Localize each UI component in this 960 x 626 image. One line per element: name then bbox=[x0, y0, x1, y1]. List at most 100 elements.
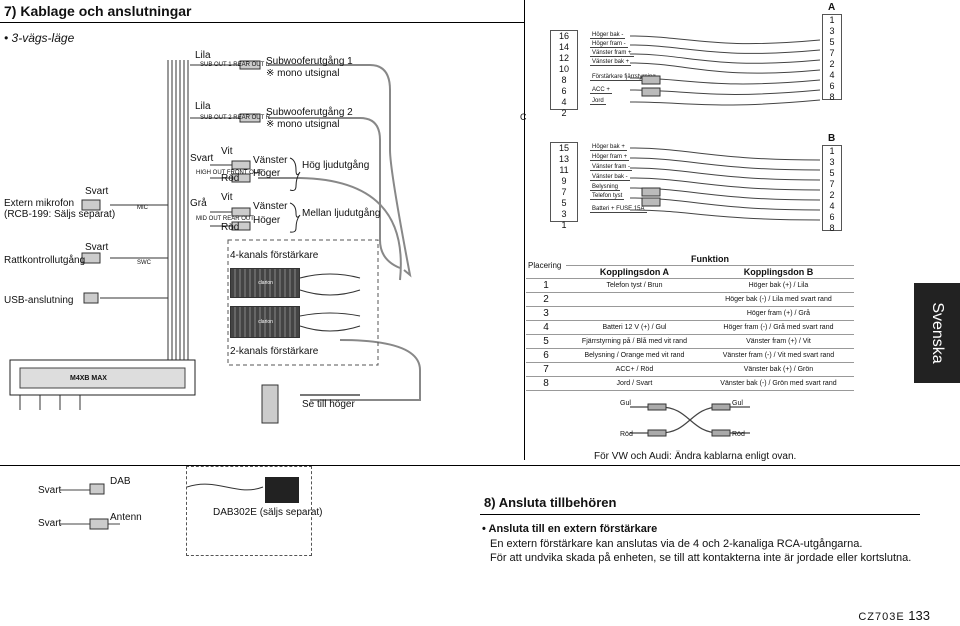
sub2-port-label: SUB OUT 2 REAR OUT R bbox=[200, 115, 271, 121]
swc-port-label: SWC bbox=[137, 260, 151, 266]
c-wire: Höger bak + bbox=[590, 144, 627, 151]
section8-para-2: För att undvika skada på enheten, se til… bbox=[490, 552, 912, 564]
pin: 15 bbox=[558, 143, 569, 153]
section8-bullet: • Ansluta till en extern förstärkare bbox=[482, 523, 658, 535]
c-top-pins: 16 14 12 10 8 6 4 2 bbox=[550, 30, 578, 118]
cell-b: Höger bak (-) / Lila med svart rand bbox=[702, 292, 854, 307]
mid-right: Höger bbox=[253, 215, 281, 226]
c-wire: Höger bak - bbox=[590, 32, 626, 39]
col-a-header: Kopplingsdon A bbox=[566, 265, 703, 279]
color-svart-swc: Svart bbox=[85, 242, 109, 253]
pin: 3 bbox=[829, 157, 835, 167]
dab-box: DAB302E (säljs separat) bbox=[186, 466, 323, 556]
c-wire: Vänster bak + bbox=[590, 59, 632, 66]
cell-b: Höger bak (+) / Lila bbox=[702, 278, 854, 293]
wiring-diagram bbox=[9, 60, 421, 424]
mid-left: Vänster bbox=[253, 201, 288, 212]
funktion-header: Funktion bbox=[566, 253, 854, 266]
cell-b: Vänster bak (+) / Grön bbox=[702, 362, 854, 377]
c-wire: Vänster fram + bbox=[590, 50, 634, 57]
mic-note: (RCB-199: Säljs separat) bbox=[4, 209, 116, 220]
header-rule bbox=[0, 22, 524, 23]
cell-a bbox=[566, 306, 703, 321]
antenna-cables bbox=[60, 483, 120, 530]
c-wire: Höger fram + bbox=[590, 154, 630, 161]
section8-heading: 8) Ansluta tillbehören bbox=[484, 495, 617, 510]
cell-b: Vänster fram (+) / Vit bbox=[702, 334, 854, 349]
page-title: 7) Kablage och anslutningar bbox=[4, 3, 192, 19]
language-tab: Svenska bbox=[914, 283, 960, 383]
amp4-label: 4-kanals förstärkare bbox=[230, 250, 319, 261]
pin: 5 bbox=[829, 168, 835, 178]
placering-header: Placering bbox=[526, 253, 566, 279]
pin: 7 bbox=[829, 48, 835, 58]
row-num: 8 bbox=[526, 376, 566, 391]
pin: 2 bbox=[829, 59, 835, 69]
connector-c-label: C bbox=[520, 112, 527, 122]
mic-port-label: MIC bbox=[137, 205, 148, 211]
amp2-label: 2-kanals förstärkare bbox=[230, 346, 319, 357]
swc-label: Rattkontrollutgång bbox=[4, 255, 86, 266]
footer: CZ703E 133 bbox=[858, 608, 930, 623]
high-left: Vänster bbox=[253, 155, 288, 166]
sub2-label: Subwooferutgång 2 bbox=[266, 107, 353, 118]
pin: 2 bbox=[829, 190, 835, 200]
pin: 5 bbox=[561, 198, 567, 208]
language-tab-label: Svenska bbox=[929, 302, 946, 364]
pin: 5 bbox=[829, 37, 835, 47]
pin: 4 bbox=[561, 97, 567, 107]
cell-b: Höger fram (-) / Grå med svart rand bbox=[702, 320, 854, 335]
pin: 1 bbox=[829, 15, 835, 25]
pin: 12 bbox=[558, 53, 569, 63]
antenna-label: Antenn bbox=[110, 512, 142, 523]
pin: 2 bbox=[561, 108, 567, 118]
sub1-label: Subwooferutgång 1 bbox=[266, 56, 353, 67]
pin: 7 bbox=[829, 179, 835, 189]
pin: 8 bbox=[829, 223, 835, 233]
high-output-label: Hög ljudutgång bbox=[302, 160, 370, 171]
sub2-note: ※ mono utsignal bbox=[266, 119, 340, 130]
c-wire: Jord bbox=[590, 98, 606, 105]
cell-a: Fjärrstyrning på / Blå med vit rand bbox=[566, 334, 703, 349]
c-wire: Förstärkare fjärrstyrning bbox=[590, 74, 658, 81]
mid-output-label: Mellan ljudutgång bbox=[302, 208, 381, 219]
high-right: Höger bbox=[253, 168, 281, 179]
cell-a: Belysning / Orange med vit rand bbox=[566, 348, 703, 363]
mode-label: • 3-vägs-läge bbox=[4, 31, 75, 45]
connector-a-label: A bbox=[828, 2, 836, 13]
a-pins: 1 3 5 7 2 4 6 8 bbox=[822, 14, 842, 102]
vw-gul-1: Gul bbox=[620, 400, 631, 407]
bottom-svart-2: Svart bbox=[38, 518, 62, 529]
cell-b: Höger fram (+) / Grå bbox=[702, 306, 854, 321]
color-rod-2: Röd bbox=[221, 222, 240, 233]
bottom-rule bbox=[0, 465, 960, 466]
connector-b-label: B bbox=[828, 133, 836, 144]
pin: 4 bbox=[829, 201, 835, 211]
pin: 14 bbox=[558, 42, 569, 52]
section8-rule bbox=[480, 514, 920, 515]
pin: 8 bbox=[829, 92, 835, 102]
usb-label: USB-anslutning bbox=[4, 295, 74, 306]
cell-a: Batteri 12 V (+) / Gul bbox=[566, 320, 703, 335]
dab-label: DAB bbox=[110, 476, 131, 487]
pin: 7 bbox=[561, 187, 567, 197]
c-wire: Telefon tyst bbox=[590, 193, 625, 200]
harness-wires bbox=[630, 35, 821, 221]
amp2-image: clarion bbox=[230, 306, 300, 338]
pin: 9 bbox=[561, 176, 567, 186]
c-bottom-pins: 15 13 11 9 7 5 3 1 bbox=[550, 142, 578, 230]
b-pins: 1 3 5 7 2 4 6 8 bbox=[822, 145, 842, 233]
dab302-label: DAB302E (säljs separat) bbox=[213, 507, 323, 518]
page-number: 133 bbox=[908, 608, 930, 623]
pin: 6 bbox=[829, 81, 835, 91]
pin: 1 bbox=[829, 146, 835, 156]
row-num: 7 bbox=[526, 362, 566, 377]
pin: 4 bbox=[829, 70, 835, 80]
sub1-note: ※ mono utsignal bbox=[266, 68, 340, 79]
cell-a: ACC+ / Röd bbox=[566, 362, 703, 377]
amp4-image: clarion bbox=[230, 268, 300, 298]
sub1-port-label: SUB OUT 1 REAR OUT L bbox=[200, 62, 270, 68]
see-right-label: Se till höger bbox=[302, 399, 355, 410]
pin: 8 bbox=[561, 75, 567, 85]
